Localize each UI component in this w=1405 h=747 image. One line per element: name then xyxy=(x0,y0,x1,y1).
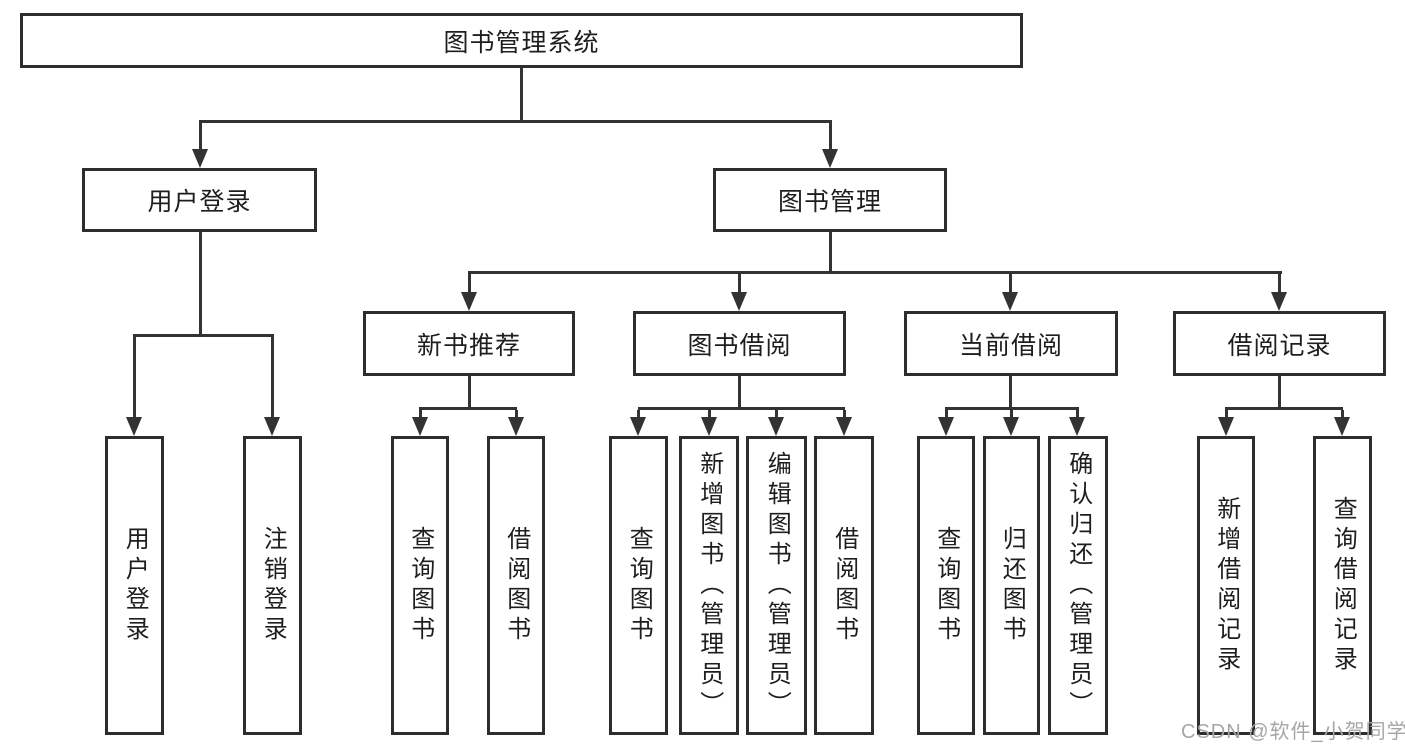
node-root: 图书管理系统 xyxy=(20,13,1023,68)
arrow-down-icon xyxy=(192,149,208,168)
connector-line xyxy=(843,410,846,418)
arrow-down-icon xyxy=(836,417,852,436)
connector-line xyxy=(199,123,202,151)
connector-line xyxy=(419,407,517,410)
leaf-user-login: 用户登录 xyxy=(105,436,164,735)
arrow-down-icon xyxy=(1002,292,1018,311)
connector-line xyxy=(1010,410,1013,418)
arrow-down-icon xyxy=(126,417,142,436)
arrow-down-icon xyxy=(768,417,784,436)
connector-line xyxy=(1009,274,1012,293)
arrow-down-icon xyxy=(1218,417,1234,436)
node-book-borrow: 图书借阅 xyxy=(633,311,846,376)
node-user-login: 用户登录 xyxy=(82,168,317,232)
connector-line xyxy=(945,410,948,418)
connector-line xyxy=(515,410,518,418)
connector-line xyxy=(468,274,471,293)
connector-line xyxy=(1278,376,1281,407)
connector-line xyxy=(829,232,832,271)
connector-line xyxy=(1009,376,1012,407)
connector-line xyxy=(133,337,136,418)
arrow-down-icon xyxy=(264,417,280,436)
connector-line xyxy=(1225,407,1343,410)
node-new-book-recommend: 新书推荐 xyxy=(363,311,575,376)
connector-line xyxy=(637,410,640,418)
arrow-down-icon xyxy=(508,417,524,436)
connector-line xyxy=(199,120,832,123)
connector-line xyxy=(708,410,711,418)
leaf-logout: 注销登录 xyxy=(243,436,302,735)
arrow-down-icon xyxy=(938,417,954,436)
csdn-watermark: CSDN @软件_小贺同学 xyxy=(1181,721,1405,743)
arrow-down-icon xyxy=(630,417,646,436)
connector-line xyxy=(1225,410,1228,418)
connector-line xyxy=(133,334,274,337)
connector-line xyxy=(1341,410,1344,418)
leaf-newbook-query: 查询图书 xyxy=(391,436,449,735)
leaf-borrow-query: 查询图书 xyxy=(609,436,668,735)
connector-line xyxy=(638,407,845,410)
arrow-down-icon xyxy=(1069,417,1085,436)
connector-line xyxy=(1278,274,1281,293)
arrow-down-icon xyxy=(1271,292,1287,311)
leaf-current-confirm: 确认归还（管理员） xyxy=(1048,436,1108,735)
arrow-down-icon xyxy=(461,292,477,311)
connector-line xyxy=(1076,410,1079,418)
node-borrow-records: 借阅记录 xyxy=(1173,311,1386,376)
leaf-borrow-edit: 编辑图书（管理员） xyxy=(746,436,807,735)
leaf-borrow-borrow: 借阅图书 xyxy=(814,436,874,735)
connector-line xyxy=(829,123,832,151)
node-book-management: 图书管理 xyxy=(713,168,947,232)
arrow-down-icon xyxy=(1334,417,1350,436)
connector-line xyxy=(468,271,1282,274)
leaf-records-query: 查询借阅记录 xyxy=(1313,436,1372,735)
connector-line xyxy=(775,410,778,418)
leaf-current-return: 归还图书 xyxy=(983,436,1040,735)
connector-line xyxy=(271,337,274,418)
arrow-down-icon xyxy=(1003,417,1019,436)
arrow-down-icon xyxy=(412,417,428,436)
leaf-newbook-borrow: 借阅图书 xyxy=(487,436,545,735)
arrow-down-icon xyxy=(822,149,838,168)
arrow-down-icon xyxy=(731,292,747,311)
connector-line xyxy=(738,274,741,293)
leaf-current-query: 查询图书 xyxy=(917,436,975,735)
connector-line xyxy=(738,376,741,407)
arrow-down-icon xyxy=(701,417,717,436)
connector-line xyxy=(419,410,422,418)
node-current-borrow: 当前借阅 xyxy=(904,311,1118,376)
connector-line xyxy=(945,407,1079,410)
connector-line xyxy=(199,232,202,334)
leaf-borrow-add: 新增图书（管理员） xyxy=(679,436,739,735)
leaf-records-add: 新增借阅记录 xyxy=(1197,436,1255,735)
connector-line xyxy=(520,68,523,121)
connector-line xyxy=(468,376,471,407)
